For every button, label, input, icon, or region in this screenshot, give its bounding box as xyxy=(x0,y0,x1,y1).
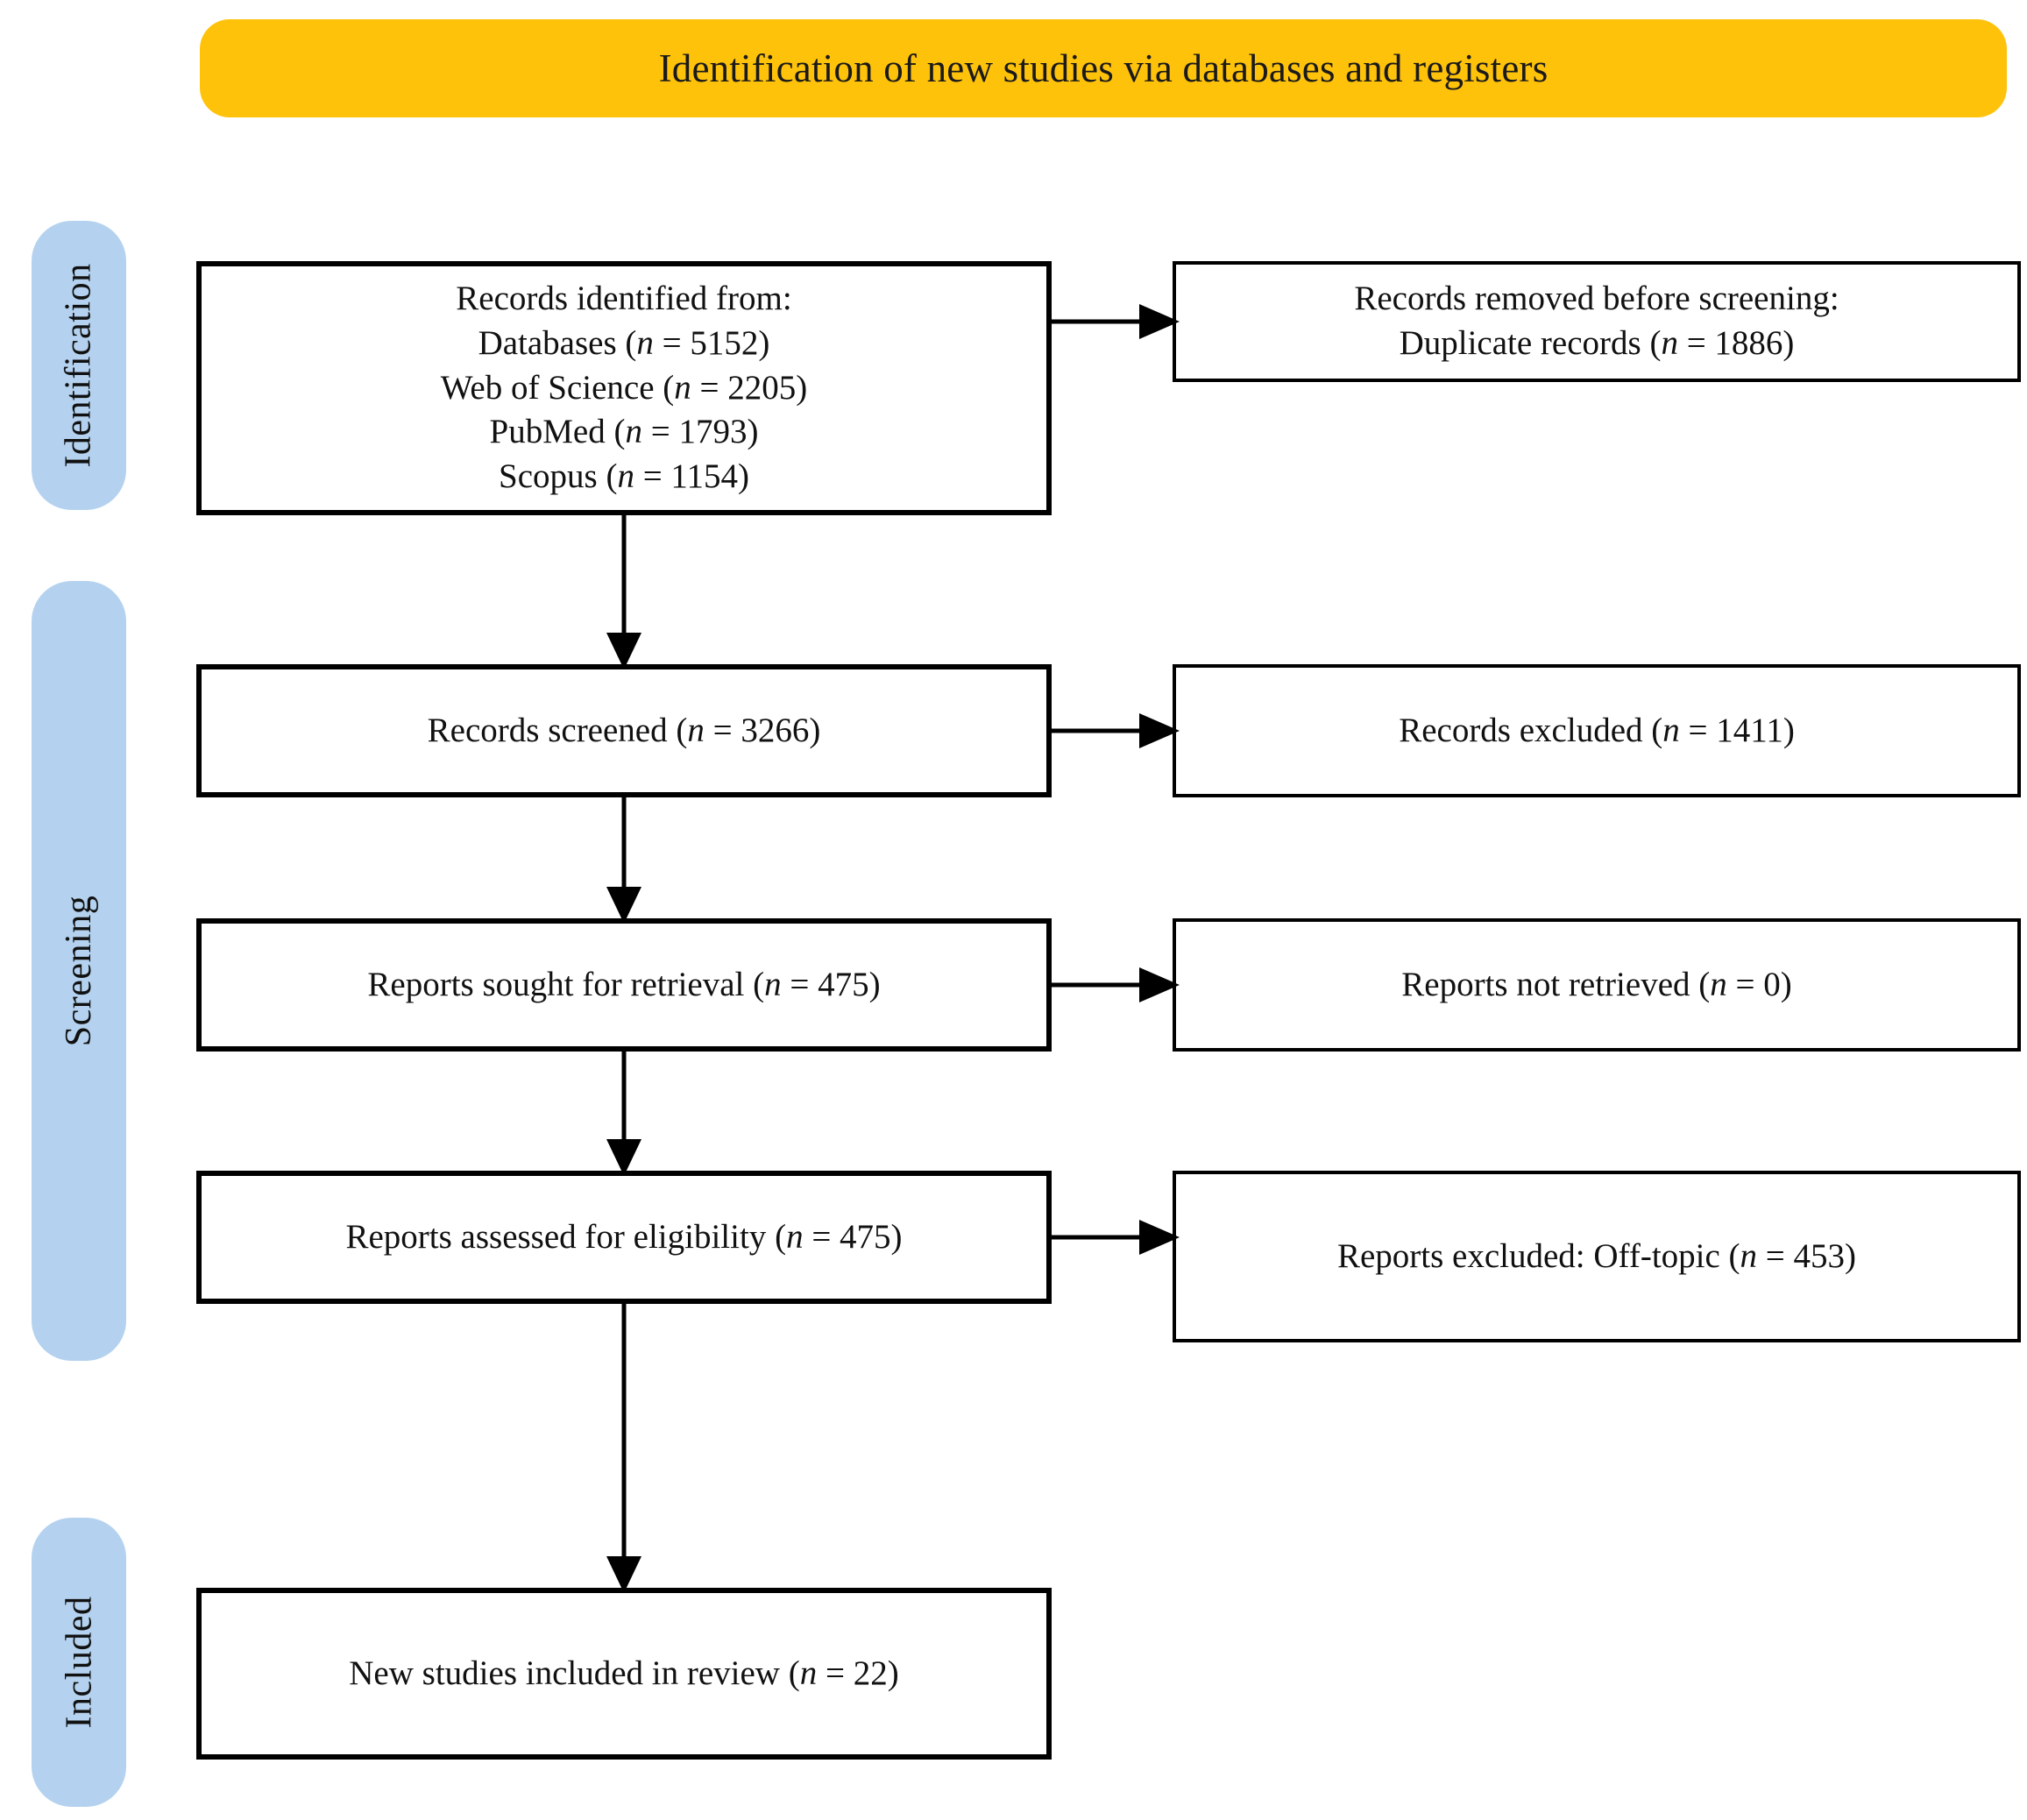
box-reports-excluded-off-topic-text: Reports excluded: Off-topic (n = 453) xyxy=(1336,1236,1857,1275)
banner-title: Identification of new studies via databa… xyxy=(658,46,1549,90)
box-new-studies-included: New studies included in review (n = 22) xyxy=(196,1588,1052,1760)
box-reports-not-retrieved: Reports not retrieved (n = 0) xyxy=(1173,918,2021,1052)
stage-label-identification: Identification xyxy=(59,263,99,468)
box-reports-excluded-off-topic: Reports excluded: Off-topic (n = 453) xyxy=(1173,1171,2021,1342)
box-reports-not-retrieved-text: Reports not retrieved (n = 0) xyxy=(1401,965,1792,1003)
arrow-screened-to-sought xyxy=(605,794,643,924)
arrow-identified-to-screened xyxy=(605,512,643,669)
box-reports-assessed-for-eligibility: Reports assessed for eligibility (n = 47… xyxy=(196,1171,1052,1304)
box-reports-sought-for-retrieval: Reports sought for retrieval (n = 475) xyxy=(196,918,1052,1052)
box-records-excluded: Records excluded (n = 1411) xyxy=(1173,664,2021,797)
arrow-assessed-to-off-topic xyxy=(1046,1218,1180,1257)
diagram-banner: Identification of new studies via databa… xyxy=(200,19,2007,117)
stage-label-included: Included xyxy=(59,1596,100,1729)
box-records-identified: Records identified from:Databases (n = 5… xyxy=(196,261,1052,515)
arrow-identified-to-removed xyxy=(1046,302,1180,341)
box-records-removed-before-screening-text: Records removed before screening:Duplica… xyxy=(1354,280,1839,362)
box-reports-sought-for-retrieval-text: Reports sought for retrieval (n = 475) xyxy=(367,965,881,1003)
stage-tab-identification: Identification xyxy=(32,221,126,510)
box-reports-assessed-for-eligibility-text: Reports assessed for eligibility (n = 47… xyxy=(345,1217,903,1256)
stage-tab-included: Included xyxy=(32,1518,126,1807)
box-records-screened-text: Records screened (n = 3266) xyxy=(427,711,821,749)
arrow-screened-to-excluded xyxy=(1046,712,1180,750)
box-records-identified-text: Records identified from:Databases (n = 5… xyxy=(440,280,808,496)
box-records-screened: Records screened (n = 3266) xyxy=(196,664,1052,797)
stage-label-screening: Screening xyxy=(59,895,100,1047)
arrow-sought-to-not-retrieved xyxy=(1046,966,1180,1004)
arrow-sought-to-assessed xyxy=(605,1048,643,1176)
box-records-excluded-text: Records excluded (n = 1411) xyxy=(1399,711,1795,749)
arrow-assessed-to-included xyxy=(605,1300,643,1593)
box-new-studies-included-text: New studies included in review (n = 22) xyxy=(349,1654,899,1692)
stage-tab-screening: Screening xyxy=(32,581,126,1361)
box-records-removed-before-screening: Records removed before screening:Duplica… xyxy=(1173,261,2021,382)
